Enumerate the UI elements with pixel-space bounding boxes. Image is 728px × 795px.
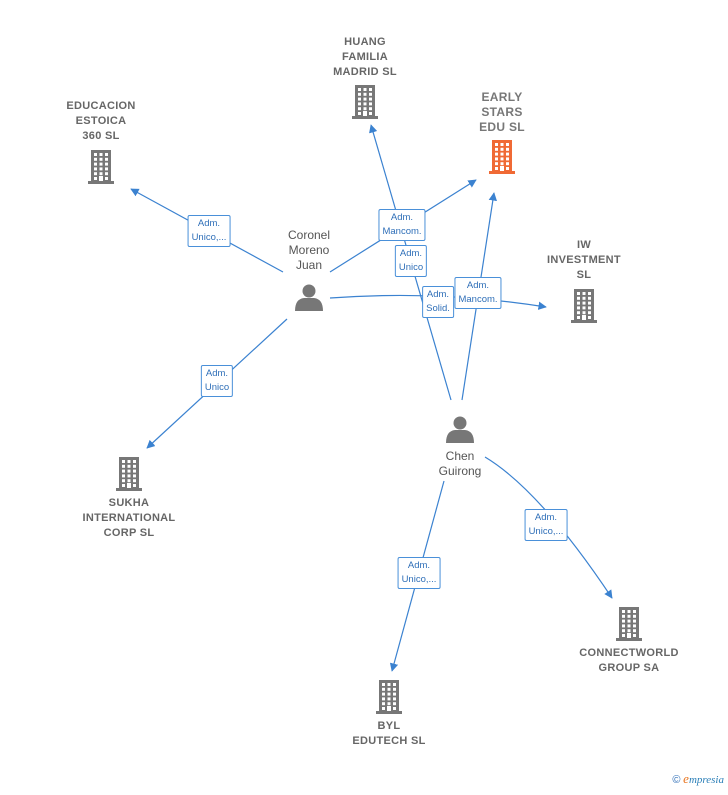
edge-label-coronel-early[interactable]: Adm. Mancom.	[378, 209, 426, 241]
educacion-label[interactable]: EDUCACION ESTOICA 360 SL	[66, 100, 136, 142]
byl-building-icon[interactable]	[376, 680, 402, 714]
edges-layer	[130, 124, 613, 672]
brand-initial: e	[683, 771, 689, 786]
brand-name: mpresia	[688, 774, 724, 786]
chen-label[interactable]: Chen Guirong	[438, 449, 482, 478]
sukha-building-icon[interactable]	[116, 457, 142, 491]
connect-building-icon[interactable]	[616, 607, 642, 641]
chen-person-icon[interactable]	[446, 416, 474, 444]
iw-label[interactable]: IW INVESTMENT SL	[547, 239, 621, 281]
edge-label-chen-byl[interactable]: Adm. Unico,...	[397, 557, 441, 589]
huang-building-icon[interactable]	[352, 85, 378, 119]
early-building-icon[interactable]	[489, 140, 515, 174]
copyright-symbol: ©	[672, 774, 681, 786]
edge-label-chen-early[interactable]: Adm. Mancom.	[454, 277, 502, 309]
byl-label[interactable]: BYL EDUTECH SL	[352, 720, 426, 747]
connect-label[interactable]: CONNECTWORLD GROUP SA	[579, 647, 679, 674]
coronel-label[interactable]: Coronel Moreno Juan	[287, 228, 331, 272]
edge-label-coronel-sukha[interactable]: Adm. Unico	[200, 365, 234, 397]
edge-label-chen-huang[interactable]: Adm. Unico	[394, 245, 428, 277]
edge-chen-to-connect	[484, 456, 613, 599]
edge-label-coronel-iw[interactable]: Adm. Solid.	[422, 286, 454, 318]
educacion-building-icon[interactable]	[88, 150, 114, 184]
edge-label-chen-connect[interactable]: Adm. Unico,...	[524, 509, 568, 541]
icons-layer	[88, 85, 642, 714]
iw-building-icon[interactable]	[571, 289, 597, 323]
huang-label[interactable]: HUANG FAMILIA MADRID SL	[333, 36, 397, 78]
sukha-label[interactable]: SUKHA INTERNATIONAL CORP SL	[82, 497, 176, 539]
coronel-person-icon[interactable]	[295, 284, 323, 312]
edge-label-coronel-educacion[interactable]: Adm. Unico,...	[187, 215, 231, 247]
footer-brand[interactable]: © empresia	[672, 771, 724, 787]
early-label[interactable]: EARLY STARS EDU SL	[479, 90, 525, 134]
